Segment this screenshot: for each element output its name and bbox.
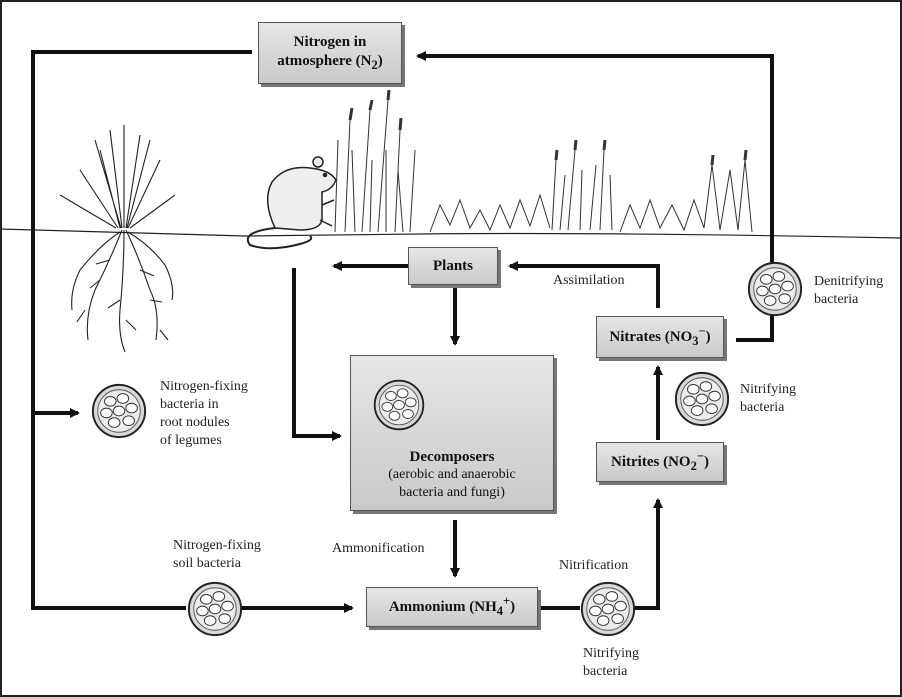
nitrates-sup: −	[698, 324, 706, 339]
atmosphere-text: atmosphere (N	[277, 52, 372, 69]
decomposers-title: Decomposers	[409, 449, 495, 465]
nfix-root-line1: Nitrogen-fixing	[160, 379, 248, 394]
denitrifying-line2: bacteria	[814, 292, 859, 307]
arrow-nitrifying-to-nitrites	[632, 498, 663, 610]
nitrification-label: Nitrification	[559, 558, 629, 573]
nitrifying-bacteria-icon	[674, 371, 730, 427]
nitrates-end: )	[705, 329, 711, 346]
nitrifying-bottom-line1: Nitrifying	[583, 646, 639, 661]
decomposers-line2: (aerobic and anaerobic	[388, 467, 516, 482]
marsh-grass-illustration	[334, 89, 753, 233]
nitrites-sub: 2	[690, 459, 697, 474]
arrow-atmosphere-to-left	[31, 50, 252, 610]
nitrifying-right-line2: bacteria	[740, 400, 785, 415]
decomposers-box: Decomposers (aerobic and anaerobic bacte…	[350, 355, 554, 511]
nitrites-text: Nitrites (NO	[611, 454, 691, 471]
root-nodule-bacteria-icon	[91, 383, 147, 439]
nitrites-label: Nitrites (NO2−)	[611, 449, 709, 475]
legume-plant-illustration	[59, 125, 176, 353]
plants-label: Plants	[432, 257, 473, 274]
atmosphere-end: )	[377, 52, 383, 69]
nitrifying-bacteria-icon	[580, 581, 636, 637]
soil-bacteria-icon	[187, 581, 243, 637]
nfix-soil-line1: Nitrogen-fixing	[173, 538, 261, 553]
assimilation-label: Assimilation	[553, 273, 625, 288]
plants-box: Plants	[408, 247, 498, 285]
nitrates-label: Nitrates (NO3−)	[609, 324, 710, 350]
ammonium-text: Ammonium (NH	[388, 599, 497, 616]
nitrates-text: Nitrates (NO	[609, 329, 693, 346]
denitrifying-line1: Denitrifying	[814, 274, 884, 289]
nitrifying-bottom-line2: bacteria	[583, 664, 628, 679]
nitrogen-fixing-soil-label: Nitrogen-fixing soil bacteria	[173, 537, 261, 573]
arrow-nitrates-to-plants	[508, 261, 660, 308]
ammonium-sub: 4	[496, 604, 504, 619]
nitrifying-bacteria-bottom-label: Nitrifying bacteria	[583, 645, 639, 681]
decomposer-bacteria-icon	[373, 379, 425, 431]
nfix-root-line3: root nodules	[160, 415, 230, 430]
arrow-animals-to-decomposers	[292, 268, 342, 441]
nitrates-box: Nitrates (NO3−)	[596, 316, 724, 358]
ground-line	[0, 228, 902, 239]
nfix-root-line2: bacteria in	[160, 397, 219, 412]
atmosphere-line2: atmosphere (N2)	[277, 52, 383, 74]
denitrifying-bacteria-label: Denitrifying bacteria	[814, 273, 883, 309]
atmosphere-line1: Nitrogen in	[293, 33, 367, 50]
nitrites-sup: −	[696, 449, 704, 464]
arrow-denitrification-to-atmosphere	[416, 51, 774, 342]
decomposers-line3: bacteria and fungi)	[399, 485, 505, 500]
nfix-root-line4: of legumes	[160, 433, 222, 448]
ammonium-label: Ammonium (NH4+)	[389, 594, 515, 620]
nitrifying-bacteria-right-label: Nitrifying bacteria	[740, 381, 796, 417]
ammonium-box: Ammonium (NH4+)	[366, 587, 538, 627]
nitrites-end: )	[703, 454, 709, 471]
nitrates-sub: 3	[692, 334, 699, 349]
nitrogen-fixing-root-label: Nitrogen-fixing bacteria in root nodules…	[160, 378, 248, 450]
ammonium-sup: +	[503, 594, 511, 609]
denitrifying-bacteria-icon	[747, 261, 803, 317]
nitrites-box: Nitrites (NO2−)	[596, 442, 724, 482]
ammonification-label: Ammonification	[332, 541, 425, 556]
atmosphere-sub: 2	[371, 57, 378, 72]
ammonium-end: )	[510, 599, 516, 616]
nfix-soil-line2: soil bacteria	[173, 556, 242, 571]
nitrifying-right-line1: Nitrifying	[740, 382, 796, 397]
nitrogen-atmosphere-box: Nitrogen in atmosphere (N2)	[258, 22, 402, 84]
rodent-illustration	[246, 156, 337, 250]
